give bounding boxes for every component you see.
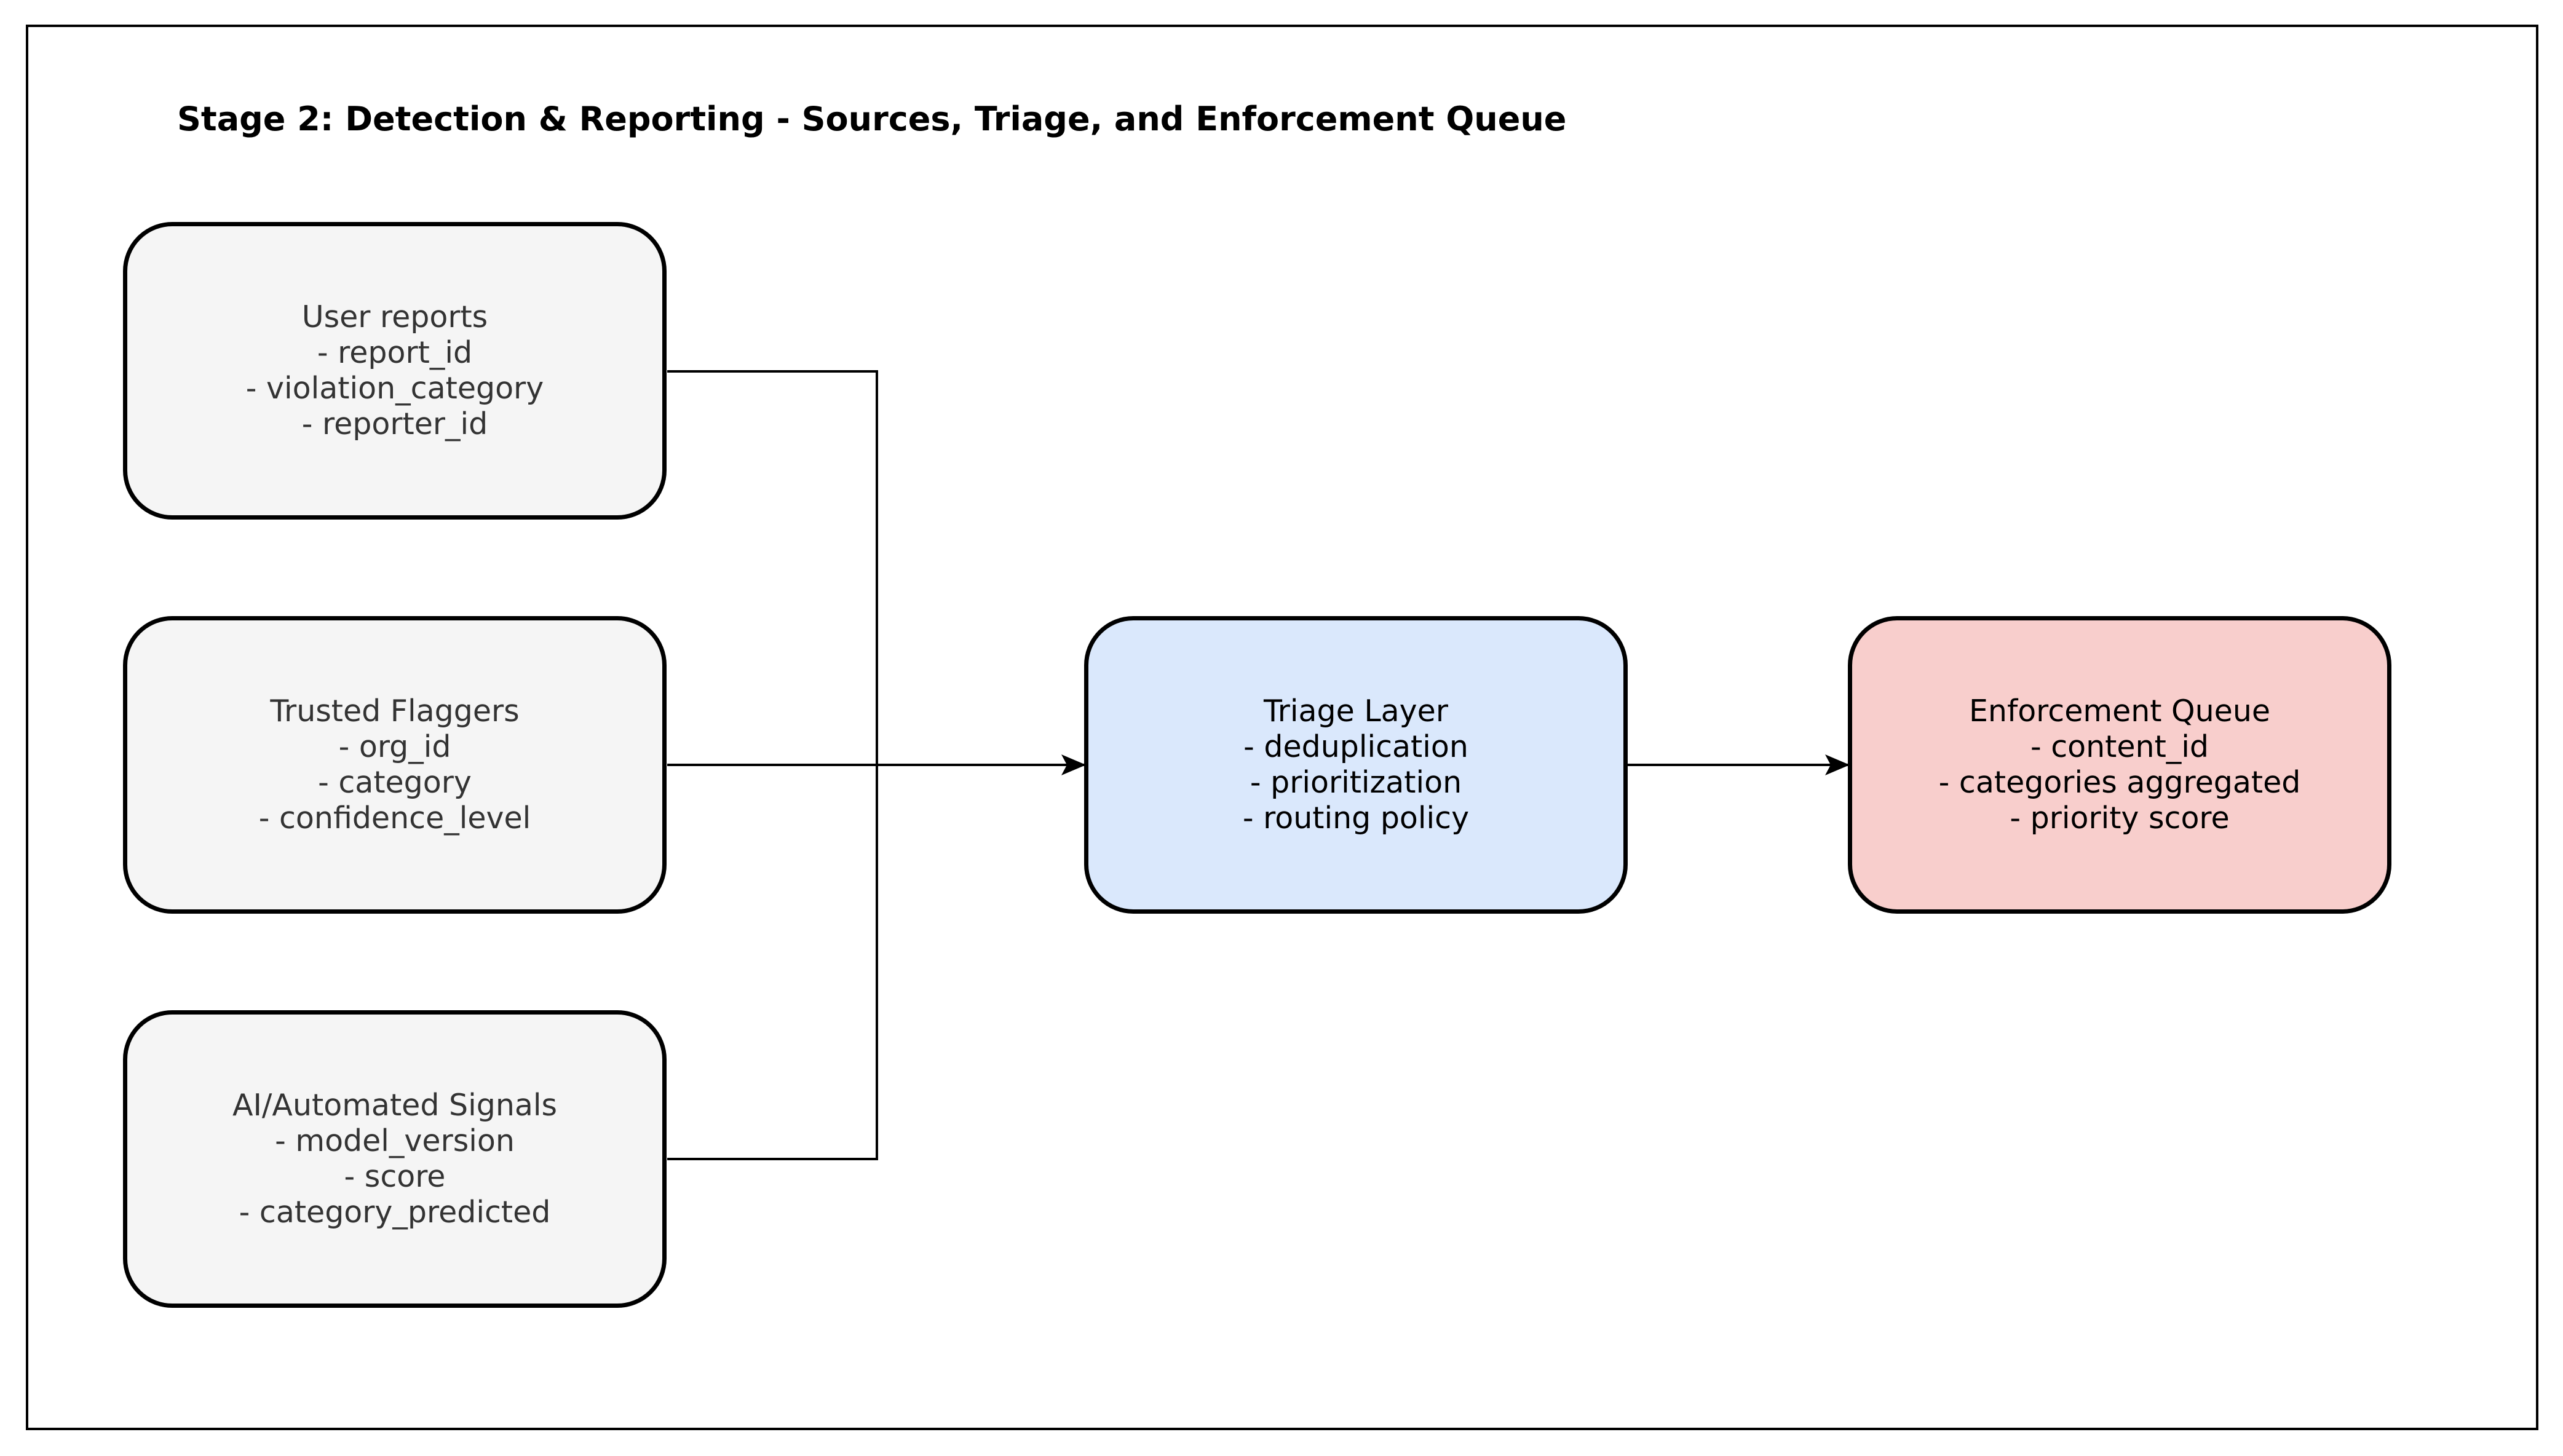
node-queue-field: - categories aggregated xyxy=(1938,765,2301,800)
node-triage-field: - routing policy xyxy=(1242,801,1470,836)
diagram-frame xyxy=(26,25,2538,1430)
node-trusted-flaggers: Trusted Flaggers - org_id - category - c… xyxy=(123,616,667,914)
node-queue-field: - content_id xyxy=(2030,729,2209,764)
node-triage-field: - deduplication xyxy=(1243,729,1468,764)
node-ai-signals-field: - model_version xyxy=(275,1123,515,1158)
node-trusted-flaggers-field: - category xyxy=(318,765,472,800)
node-ai-signals-title: AI/Automated Signals xyxy=(232,1088,558,1123)
node-trusted-flaggers-field: - org_id xyxy=(338,729,451,764)
node-user-reports-title: User reports xyxy=(301,299,488,334)
node-trusted-flaggers-title: Trusted Flaggers xyxy=(270,694,520,729)
node-triage-layer: Triage Layer - deduplication - prioritiz… xyxy=(1084,616,1628,914)
node-user-reports-field: - reporter_id xyxy=(301,406,488,441)
node-triage-field: - prioritization xyxy=(1250,765,1462,800)
node-trusted-flaggers-field: - confidence_level xyxy=(258,801,531,836)
edge-user-reports-to-triage xyxy=(667,370,878,765)
node-user-reports-field: - violation_category xyxy=(245,371,544,406)
node-queue-title: Enforcement Queue xyxy=(1968,694,2271,729)
node-user-reports: User reports - report_id - violation_cat… xyxy=(123,222,667,520)
diagram-title: Stage 2: Detection & Reporting - Sources… xyxy=(177,100,1567,138)
node-ai-signals: AI/Automated Signals - model_version - s… xyxy=(123,1010,667,1308)
node-ai-signals-field: - category_predicted xyxy=(239,1195,551,1230)
node-user-reports-field: - report_id xyxy=(317,335,473,370)
node-queue-field: - priority score xyxy=(2010,801,2230,836)
edge-ai-signals-to-triage xyxy=(667,765,878,1160)
node-enforcement-queue: Enforcement Queue - content_id - categor… xyxy=(1848,616,2391,914)
node-triage-title: Triage Layer xyxy=(1264,694,1448,729)
node-ai-signals-field: - score xyxy=(344,1159,446,1194)
